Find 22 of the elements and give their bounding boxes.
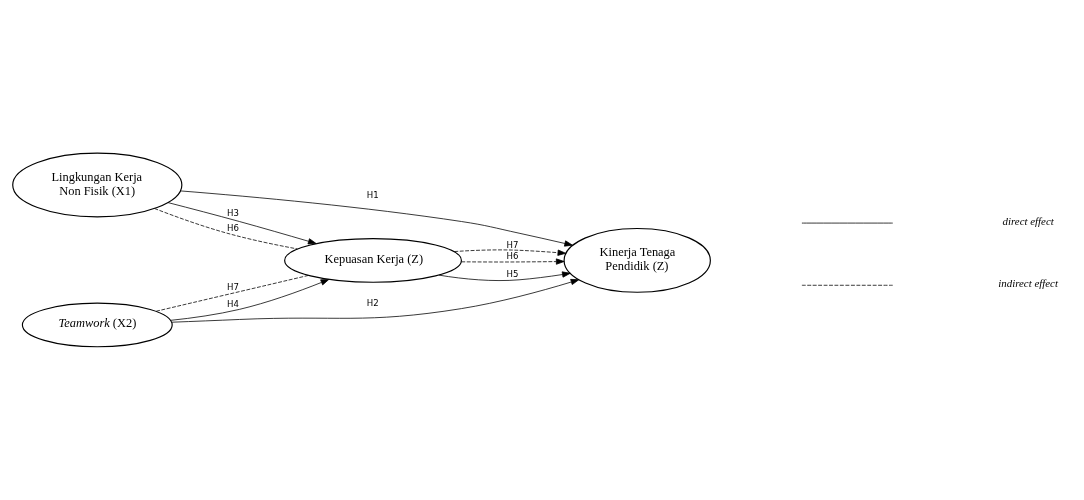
edge-label: H6 [227, 222, 239, 233]
node-ellipse: Lingkungan Kerja Non Fisik (X1) [12, 152, 183, 218]
arrow [180, 190, 573, 247]
connector [155, 275, 309, 312]
edge-label: H5 [506, 269, 519, 280]
arrow [167, 202, 317, 245]
edge-label: H6 [506, 251, 519, 262]
legend-label: direct effect [1002, 215, 1054, 228]
edge-label: H7 [506, 239, 519, 250]
edge-label: H2 [366, 298, 379, 309]
arrow [454, 249, 567, 256]
edge-label: H1 [366, 190, 379, 201]
legend-label: indirect effect [998, 277, 1058, 290]
arrow [170, 279, 330, 321]
arrow [438, 271, 571, 281]
connector [154, 208, 298, 250]
edge-label: H4 [227, 298, 239, 309]
edge-label: H3 [227, 207, 239, 218]
arrow [171, 279, 580, 323]
edge-label: H7 [227, 281, 239, 292]
node-ellipse: Teamwork (X2) [21, 302, 173, 348]
arrow [461, 258, 565, 265]
